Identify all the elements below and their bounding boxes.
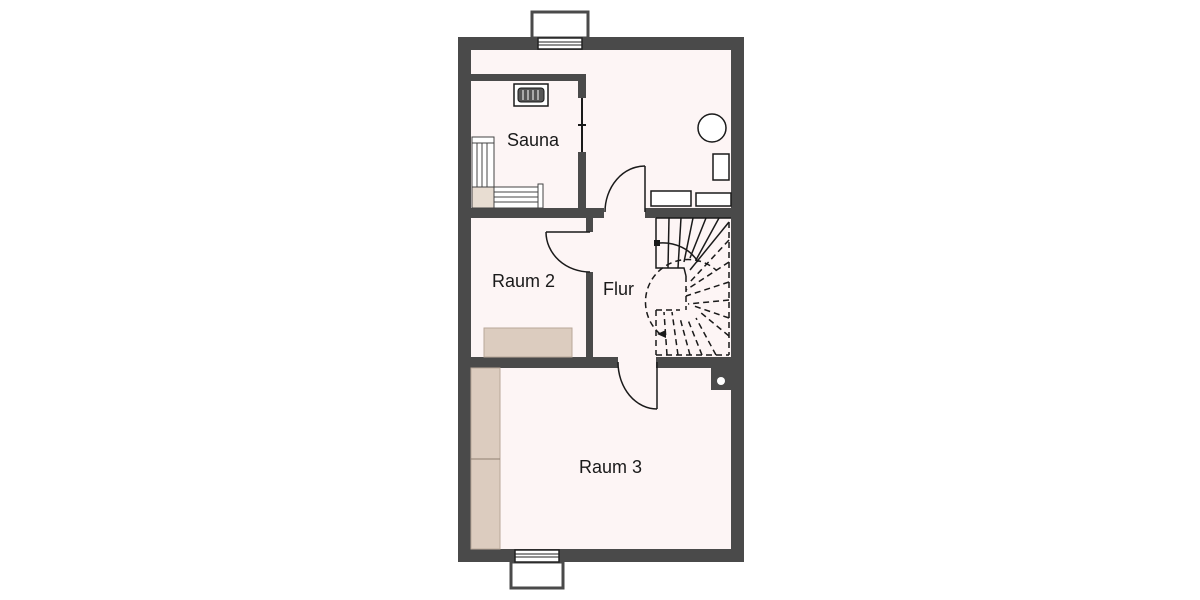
boiler-icon — [697, 113, 727, 143]
door-raum3 — [617, 361, 658, 410]
counter-left — [650, 190, 692, 207]
sauna-bench-vertical — [471, 136, 495, 209]
floor-area — [466, 45, 738, 553]
stair-start-marker — [654, 240, 660, 246]
interior-walls — [466, 74, 733, 390]
room-label-flur: Flur — [603, 279, 634, 299]
room-label-raum3: Raum 3 — [579, 457, 642, 477]
raum3-cabinets — [470, 367, 501, 550]
counter-right — [695, 192, 732, 207]
sauna-glass-door — [578, 98, 586, 152]
upper-room-fixtures — [650, 113, 732, 207]
chimney-icon — [717, 377, 725, 385]
sauna-stove-icon — [513, 83, 549, 107]
staircase — [644, 217, 731, 356]
sauna-bench-horizontal — [493, 183, 544, 209]
door-flur-top — [604, 165, 646, 213]
door-raum2 — [545, 231, 591, 273]
room-label-sauna: Sauna — [507, 130, 560, 150]
window-bottom — [509, 549, 565, 590]
raum2-furniture — [483, 327, 573, 358]
stair-direction-arrow — [657, 330, 666, 338]
window-top — [530, 10, 590, 50]
cabinet-icon — [712, 153, 730, 181]
room-label-raum2: Raum 2 — [492, 271, 555, 291]
